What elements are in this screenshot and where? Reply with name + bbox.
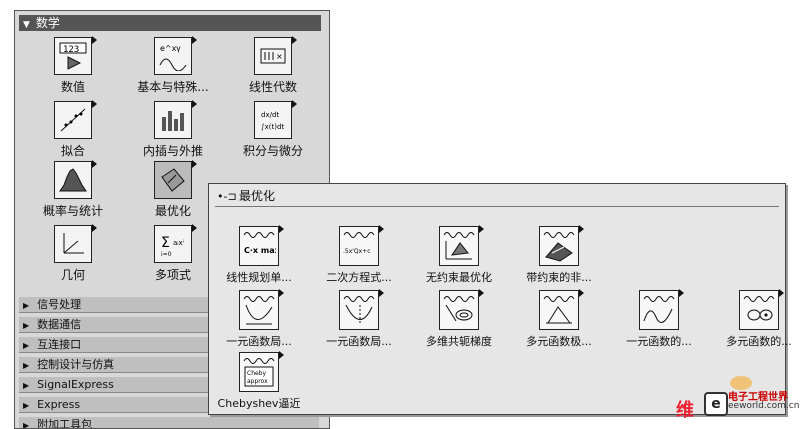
- sun-icon: [730, 376, 752, 390]
- svg-text:γ: γ: [176, 44, 181, 53]
- expand-triangle-icon: ▶: [23, 401, 30, 410]
- svg-text:dx/dt: dx/dt: [261, 111, 279, 119]
- expand-triangle-icon: ▶: [23, 341, 30, 350]
- watermark-url: eeworld.com.cn: [728, 401, 800, 411]
- matrix-icon: ×: [254, 36, 297, 75]
- palette-item-integration[interactable]: dx/dt∫x(t)dt 积分与微分: [223, 100, 323, 159]
- svg-text:e^x: e^x: [160, 44, 177, 53]
- linear-programming-icon: C·x max: [239, 225, 284, 266]
- svg-text:aᵢxⁱ: aᵢxⁱ: [173, 239, 184, 247]
- svg-text:.5x'Qx+c: .5x'Qx+c: [343, 248, 371, 255]
- nd-extremum-icon: [539, 289, 584, 330]
- palette-item-geometry[interactable]: 几何: [23, 224, 123, 283]
- opt-item-quadratic-programming[interactable]: .5x'Qx+c 二次方程式...: [309, 225, 409, 285]
- constrained-nonlinear-icon: [539, 225, 584, 266]
- watermark-title: 电子工程世界: [728, 392, 788, 403]
- 1d-local-min-b-icon: [339, 289, 384, 330]
- quadratic-programming-icon: .5x'Qx+c: [339, 225, 384, 266]
- opt-item-1d-global[interactable]: 一元函数的...: [609, 289, 709, 349]
- integration-icon: dx/dt ∫x(t)dt: [254, 100, 297, 139]
- opt-item-linear-programming[interactable]: C·x max 线性规划单...: [209, 225, 309, 285]
- palette-item-linear-algebra[interactable]: × 线性代数: [223, 36, 323, 95]
- svg-text:123: 123: [63, 45, 79, 55]
- palette-header-label: 数学: [35, 16, 60, 30]
- eeworld-logo-icon: e: [704, 392, 728, 416]
- svg-text:approx: approx: [247, 378, 268, 385]
- svg-text:∫x(t)dt: ∫x(t)dt: [261, 123, 284, 131]
- palette-item-interpolation[interactable]: 内插与外推: [123, 100, 223, 159]
- conjugate-gradient-icon: [439, 289, 484, 330]
- watermark-red-char: 维: [676, 400, 694, 421]
- opt-item-nd-global[interactable]: 多元函数的...: [709, 289, 800, 349]
- opt-item-nd-extremum[interactable]: 多元函数极...: [509, 289, 609, 349]
- optimization-subpalette: •-⊐最优化 C·x max 线性规划单... .5x'Qx+c 二次方程式..…: [208, 183, 792, 415]
- palette-item-fitting[interactable]: 拟合: [23, 100, 123, 159]
- category-addons[interactable]: ▶附加工具包: [19, 417, 319, 429]
- svg-text:i=0: i=0: [161, 251, 172, 258]
- subpalette-title[interactable]: •-⊐最优化: [217, 187, 275, 205]
- collapse-triangle-icon: ▼: [23, 20, 30, 30]
- expand-triangle-icon: ▶: [23, 421, 30, 429]
- numeric-123-icon: 123: [54, 36, 97, 75]
- eeworld-watermark: 维 e 电子工程世界 eeworld.com.cn: [676, 376, 800, 426]
- expand-triangle-icon: ▶: [23, 301, 30, 310]
- palette-item-probability[interactable]: 概率与统计: [23, 160, 123, 219]
- divider: [215, 206, 779, 207]
- expand-triangle-icon: ▶: [23, 361, 30, 370]
- optimization-icon: [154, 160, 197, 199]
- fitting-icon: [54, 100, 97, 139]
- opt-item-unconstrained[interactable]: 无约束最优化: [409, 225, 509, 285]
- 1d-global-icon: [639, 289, 684, 330]
- expand-triangle-icon: ▶: [23, 381, 30, 390]
- svg-text:×: ×: [276, 52, 283, 61]
- geometry-axes-icon: [54, 224, 97, 263]
- 1d-local-min-a-icon: [239, 289, 284, 330]
- histogram-icon: [54, 160, 97, 199]
- opt-item-conjugate-gradient[interactable]: 多维共轭梯度: [409, 289, 509, 349]
- svg-text:Σ: Σ: [161, 235, 170, 251]
- svg-text:C·x max: C·x max: [244, 246, 276, 255]
- opt-item-1d-local-a[interactable]: 一元函数局...: [209, 289, 309, 349]
- nd-global-icon: [739, 289, 784, 330]
- opt-item-1d-local-b[interactable]: 一元函数局...: [309, 289, 409, 349]
- palette-header-math[interactable]: ▼ 数学: [19, 15, 321, 31]
- interpolation-icon: [154, 100, 197, 139]
- expand-triangle-icon: ▶: [23, 321, 30, 330]
- pin-icon[interactable]: •-⊐: [217, 190, 237, 203]
- unconstrained-optimization-icon: [439, 225, 484, 266]
- opt-item-constrained-nonlinear[interactable]: 带约束的非...: [509, 225, 609, 285]
- svg-text:Cheby: Cheby: [247, 370, 266, 377]
- palette-item-numeric[interactable]: 123 数值: [23, 36, 123, 95]
- palette-item-optimization[interactable]: 最优化: [123, 160, 223, 219]
